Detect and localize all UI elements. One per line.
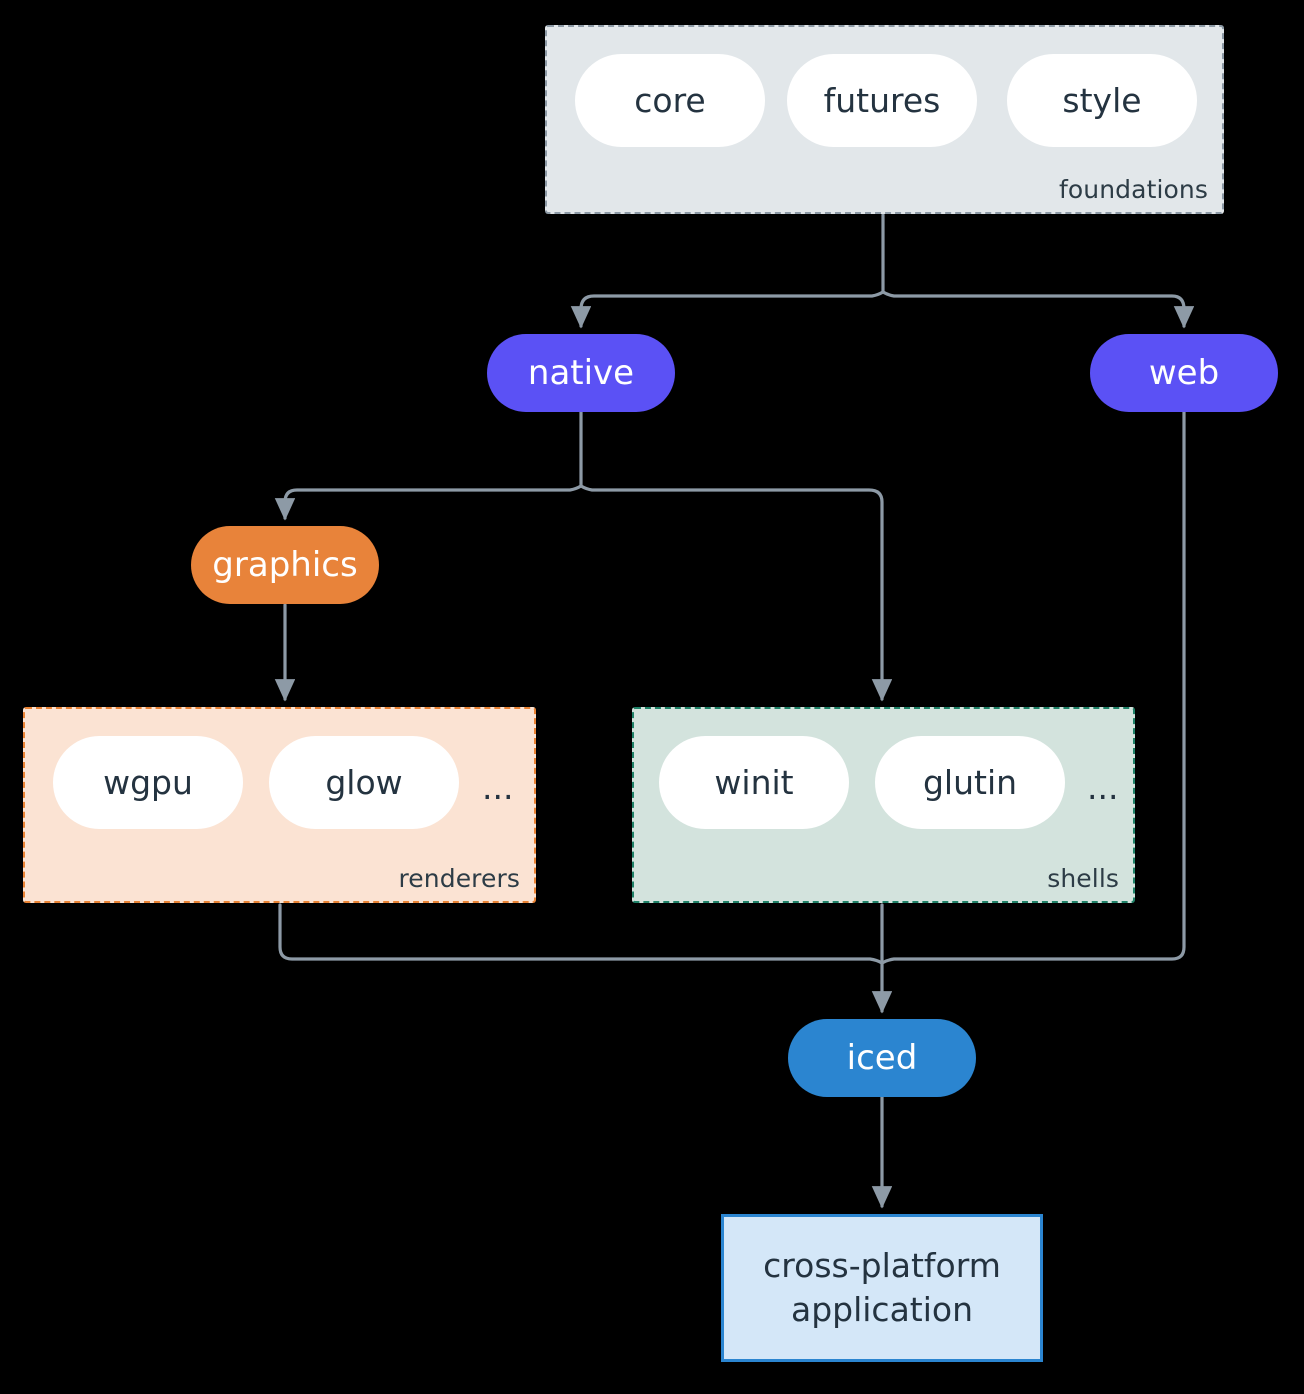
leaf-style[interactable]: style bbox=[1007, 54, 1197, 147]
shells-ellipsis: ... bbox=[1087, 768, 1119, 807]
node-web[interactable]: web bbox=[1090, 334, 1278, 412]
edge-foundations-native bbox=[570, 290, 885, 329]
edge-foundations-web bbox=[881, 290, 1195, 329]
renderers-ellipsis: ... bbox=[482, 768, 514, 807]
leaf-wgpu[interactable]: wgpu bbox=[53, 736, 243, 829]
node-cross-platform-application[interactable]: cross-platform application bbox=[721, 1214, 1043, 1362]
cluster-label-foundations: foundations bbox=[1059, 175, 1208, 204]
edge-native-graphics bbox=[274, 484, 583, 521]
application-line-1: cross-platform bbox=[763, 1246, 1001, 1286]
leaf-winit[interactable]: winit bbox=[659, 736, 849, 829]
application-line-2: application bbox=[790, 1290, 974, 1329]
leaf-glow[interactable]: glow bbox=[269, 736, 459, 829]
node-native[interactable]: native bbox=[487, 334, 675, 412]
cluster-label-renderers: renderers bbox=[398, 864, 520, 893]
edge-renderers-merge bbox=[278, 903, 884, 965]
cluster-shells: winit glutin ... shells bbox=[632, 707, 1135, 903]
cluster-renderers: wgpu glow ... renderers bbox=[23, 707, 536, 903]
cluster-foundations: core futures style foundations bbox=[545, 25, 1224, 214]
node-graphics[interactable]: graphics bbox=[191, 526, 379, 604]
cluster-label-shells: shells bbox=[1047, 864, 1119, 893]
leaf-glutin[interactable]: glutin bbox=[875, 736, 1065, 829]
leaf-futures[interactable]: futures bbox=[787, 54, 977, 147]
node-iced[interactable]: iced bbox=[788, 1019, 976, 1097]
edge-native-shells bbox=[579, 484, 893, 702]
leaf-core[interactable]: core bbox=[575, 54, 765, 147]
